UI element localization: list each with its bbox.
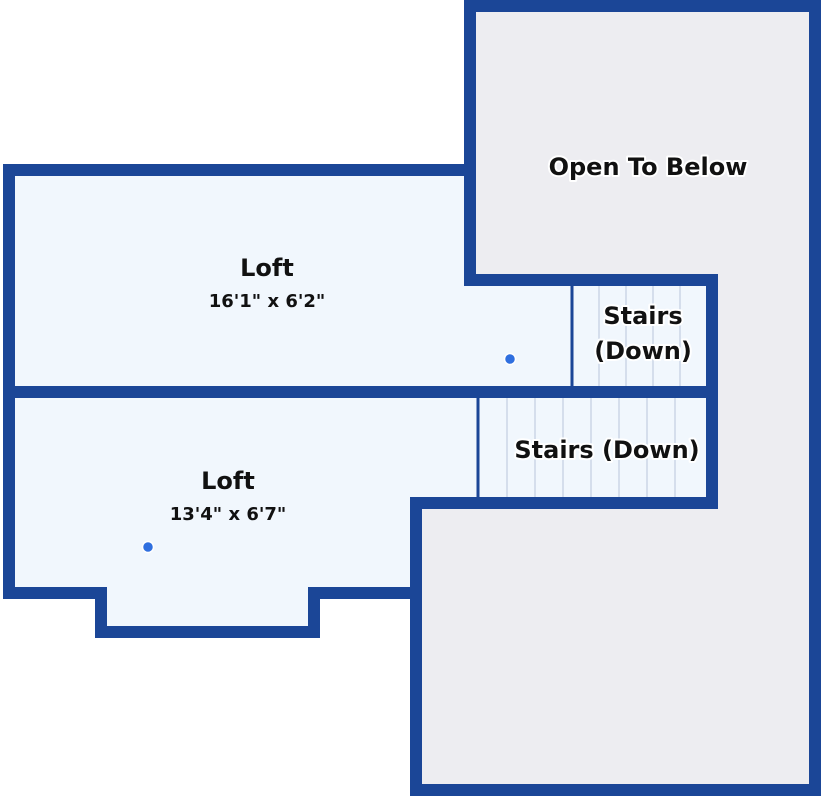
stairs-lower-treads — [506, 398, 676, 497]
loft-upper-label: Loft — [240, 254, 294, 282]
wall-loft-lower — [3, 386, 718, 638]
stairs-lower-label: Stairs (Down) — [514, 436, 699, 464]
stairs-upper-label-line1: Stairs — [603, 302, 682, 330]
loft-upper-room — [9, 170, 712, 392]
open-to-below-area — [416, 6, 815, 790]
loft-lower-marker[interactable] — [141, 540, 155, 554]
walls — [3, 0, 821, 796]
loft-upper-dimensions: 16'1" x 6'2" — [209, 291, 326, 312]
loft-lower-dimensions: 13'4" x 6'7" — [170, 504, 287, 525]
stairs-upper-treads — [598, 286, 681, 386]
loft-upper-marker[interactable] — [503, 352, 517, 366]
loft-lower-room — [9, 392, 712, 632]
stairs-upper-label-line2: (Down) — [594, 337, 692, 365]
loft-lower-label: Loft — [201, 467, 255, 495]
open-to-below-label: Open To Below — [549, 153, 748, 181]
